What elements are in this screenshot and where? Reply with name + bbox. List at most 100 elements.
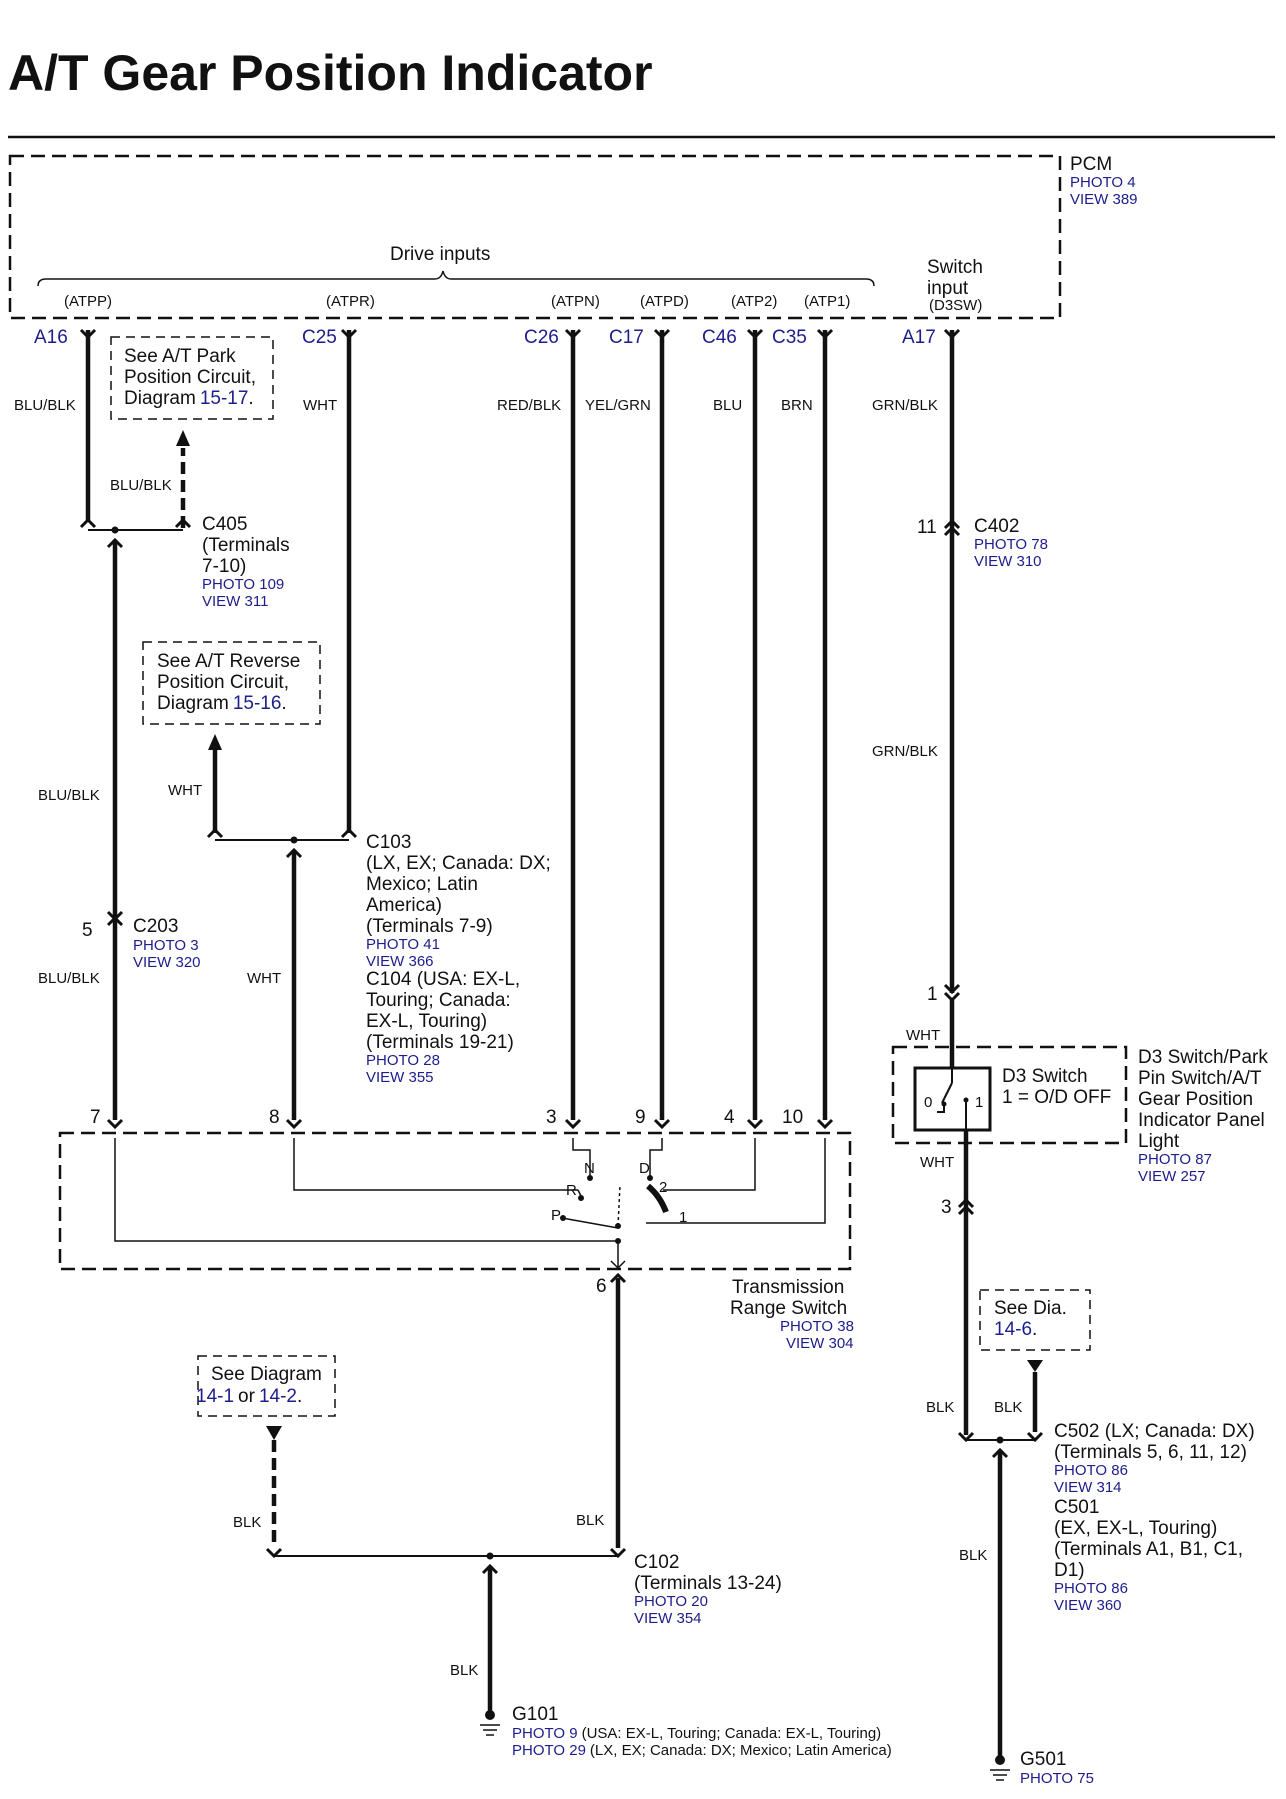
c102-l1: (Terminals 13-24) xyxy=(634,1573,782,1594)
c203-view: VIEW 320 xyxy=(133,954,201,971)
see-reverse-box xyxy=(142,641,321,725)
c502-l1: C502 (LX; Canada: DX) xyxy=(1054,1421,1255,1442)
c402-photo: PHOTO 78 xyxy=(974,536,1048,553)
signal-atpr: (ATPR) xyxy=(326,293,375,310)
switch-input-label-1: Switch xyxy=(927,257,983,278)
trs-contact-d xyxy=(647,1175,653,1181)
see-park-line1: See A/T Park xyxy=(124,346,236,367)
d3-desc: 1 = O/D OFF xyxy=(1002,1087,1111,1108)
d3-contact-0 xyxy=(941,1101,947,1107)
wire-label-reverse-ref: WHT xyxy=(168,782,202,799)
g101-photo-1: PHOTO 9(USA: EX-L, Touring; Canada: EX-L… xyxy=(512,1725,881,1742)
d3-out-num: 3 xyxy=(941,1197,952,1218)
wire-label-a17-low: GRN/BLK xyxy=(872,743,938,760)
trs-contact-n xyxy=(587,1175,593,1181)
wire-label-a16: BLU/BLK xyxy=(14,397,76,414)
c103-name: C103 xyxy=(366,832,411,853)
signal-atpd: (ATPD) xyxy=(640,293,689,310)
g501-name: G501 xyxy=(1020,1749,1066,1770)
park-ref-arrow xyxy=(176,430,190,446)
c102-connectors xyxy=(265,1547,627,1575)
trs-out-connector xyxy=(609,1272,627,1284)
wire-label-c103-down: WHT xyxy=(247,970,281,987)
g101-ground-symbol xyxy=(480,1724,500,1736)
trs-photo: PHOTO 38 xyxy=(780,1318,854,1335)
d3-photo: PHOTO 87 xyxy=(1138,1151,1212,1168)
c103-photo: PHOTO 41 xyxy=(366,936,440,953)
pcm-view: VIEW 389 xyxy=(1070,191,1138,208)
trs-pos-n: N xyxy=(584,1160,595,1177)
d3-contact-1 xyxy=(963,1097,969,1103)
trs-contact-common xyxy=(615,1238,621,1244)
trs-arc xyxy=(617,1184,621,1227)
pcm-photo: PHOTO 4 xyxy=(1070,174,1136,191)
c405-l2: 7-10) xyxy=(202,556,246,577)
c104-photo: PHOTO 28 xyxy=(366,1052,440,1069)
pin-c35: C35 xyxy=(772,327,807,348)
wire-label-park-ref: BLU/BLK xyxy=(110,477,172,494)
d3-contact-0-lead xyxy=(937,1106,945,1113)
g501-photo: PHOTO 75 xyxy=(1020,1770,1094,1787)
c501-name: C501 xyxy=(1054,1497,1099,1518)
g101-photo-2: PHOTO 29(LX, EX; Canada: DX; Mexico; Lat… xyxy=(512,1742,892,1759)
c203-name: C203 xyxy=(133,916,178,937)
c405-connectors xyxy=(79,517,192,549)
trs-pos-r: R xyxy=(566,1182,577,1199)
trs-term-9: 9 xyxy=(635,1107,646,1128)
wire-label-c17: YEL/GRN xyxy=(585,397,651,414)
d3-out-connector xyxy=(957,1197,975,1216)
c405-dot xyxy=(111,526,119,534)
trs-term-8: 8 xyxy=(269,1107,280,1128)
pin-c17: C17 xyxy=(609,327,644,348)
see-park-line2: Position Circuit, xyxy=(124,367,256,388)
pin-c25: C25 xyxy=(302,327,337,348)
see-dia-146-line2: 14-6. xyxy=(994,1319,1037,1340)
c102-dot xyxy=(486,1552,494,1560)
trs-pos-1: 1 xyxy=(679,1209,687,1226)
d3-title: D3 Switch xyxy=(1002,1066,1088,1087)
d3-name-4: Indicator Panel xyxy=(1138,1110,1265,1131)
pin-c26: C26 xyxy=(524,327,559,348)
see-reverse-line1: See A/T Reverse xyxy=(157,651,300,672)
switch-input-label-2: input xyxy=(927,278,969,299)
wire-label-a17: GRN/BLK xyxy=(872,397,938,414)
d3-wire-out-label: WHT xyxy=(920,1154,954,1171)
g501-wire-label: BLK xyxy=(959,1547,987,1564)
drive-inputs-label: Drive inputs xyxy=(390,244,490,265)
d3-pos1: 1 xyxy=(975,1094,983,1111)
c103-view: VIEW 366 xyxy=(366,953,434,970)
c405-name: C405 xyxy=(202,514,247,535)
d3-box xyxy=(891,1045,1128,1145)
trs-term-3: 3 xyxy=(546,1107,557,1128)
wire-label-c26: RED/BLK xyxy=(497,397,561,414)
g501-ground-dot xyxy=(995,1755,1005,1765)
c104-l3: EX-L, Touring) xyxy=(366,1011,487,1032)
drive-inputs-brace xyxy=(37,270,875,287)
d3-in-num: 1 xyxy=(927,984,938,1005)
dia-146-arrow xyxy=(1027,1360,1043,1372)
d3-wire-in-label: WHT xyxy=(906,1027,940,1044)
d3-name-5: Light xyxy=(1138,1131,1180,1152)
c405-view: VIEW 311 xyxy=(202,593,268,610)
page-title: A/T Gear Position Indicator xyxy=(8,45,653,101)
diagram-14-arrow xyxy=(266,1426,282,1440)
c405-photo: PHOTO 109 xyxy=(202,576,284,593)
c103-dot xyxy=(290,836,298,844)
see-park-box xyxy=(110,336,274,420)
pcm-label: PCM xyxy=(1070,154,1112,175)
c103-l1: (LX, EX; Canada: DX; xyxy=(366,853,551,874)
c203-photo: PHOTO 3 xyxy=(133,937,199,954)
see-dia-146-box xyxy=(979,1289,1091,1351)
c502-l2: (Terminals 5, 6, 11, 12) xyxy=(1054,1442,1247,1463)
trs-term-7: 7 xyxy=(90,1107,101,1128)
trs-term-connectors xyxy=(106,1118,834,1130)
trs-contact-r xyxy=(578,1195,584,1201)
see-diagram-14-line1: See Diagram xyxy=(211,1364,322,1385)
c104-view: VIEW 355 xyxy=(366,1069,434,1086)
c501-l3: D1) xyxy=(1054,1560,1085,1581)
c102-name: C102 xyxy=(634,1552,679,1573)
wire-label-c35: BRN xyxy=(781,397,813,414)
d3-name-1: D3 Switch/Park xyxy=(1138,1047,1268,1068)
trs-wiper xyxy=(646,1183,669,1214)
signal-atpn: (ATPN) xyxy=(551,293,600,310)
